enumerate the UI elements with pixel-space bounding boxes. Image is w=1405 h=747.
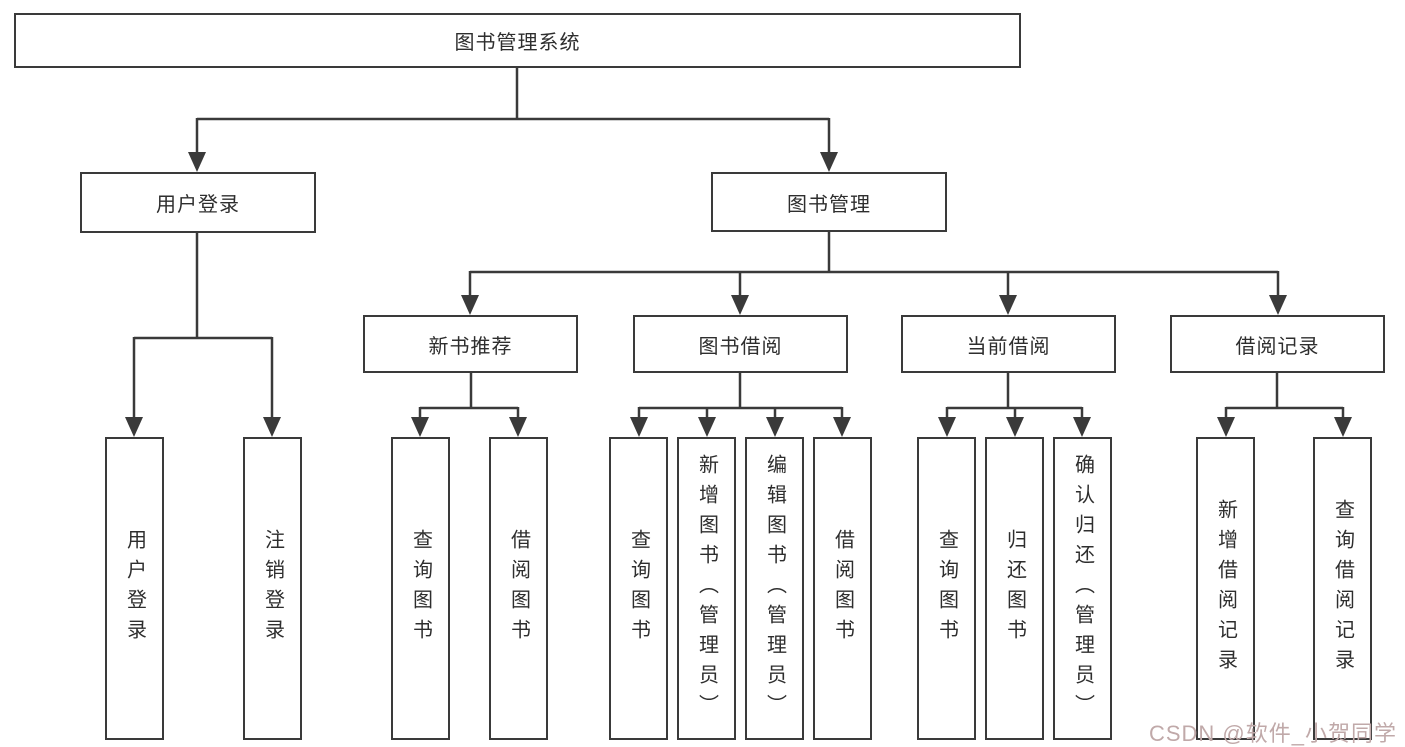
leaf-logout: 注销登录 — [243, 437, 302, 740]
csdn-watermark: CSDN @软件_小贺同学 — [1148, 721, 1397, 746]
leaf-add-borrow-record: 新增借阅记录 — [1196, 437, 1255, 740]
node-book-management-branch: 图书管理 — [711, 172, 947, 232]
node-library-management-system: 图书管理系统 — [14, 13, 1021, 68]
leaf-search-books-recommend: 查询图书 — [391, 437, 450, 740]
leaf-confirm-return-admin: 确认归还（管理员） — [1053, 437, 1112, 740]
leaf-borrow-books-recommend: 借阅图书 — [489, 437, 548, 740]
node-user-login-branch: 用户登录 — [80, 172, 316, 233]
leaf-search-books-current: 查询图书 — [917, 437, 976, 740]
leaf-add-books-admin: 新增图书（管理员） — [677, 437, 736, 740]
leaf-user-login: 用户登录 — [105, 437, 164, 740]
node-book-borrowing: 图书借阅 — [633, 315, 848, 373]
leaf-search-books-borrow: 查询图书 — [609, 437, 668, 740]
leaf-search-borrow-record: 查询借阅记录 — [1313, 437, 1372, 740]
arrowhead-icons — [125, 152, 1352, 437]
node-new-book-recommendation: 新书推荐 — [363, 315, 578, 373]
leaf-return-books: 归还图书 — [985, 437, 1044, 740]
leaf-borrow-books: 借阅图书 — [813, 437, 872, 740]
leaf-edit-books-admin: 编辑图书（管理员） — [745, 437, 804, 740]
node-borrowing-records: 借阅记录 — [1170, 315, 1385, 373]
node-current-borrowing: 当前借阅 — [901, 315, 1116, 373]
